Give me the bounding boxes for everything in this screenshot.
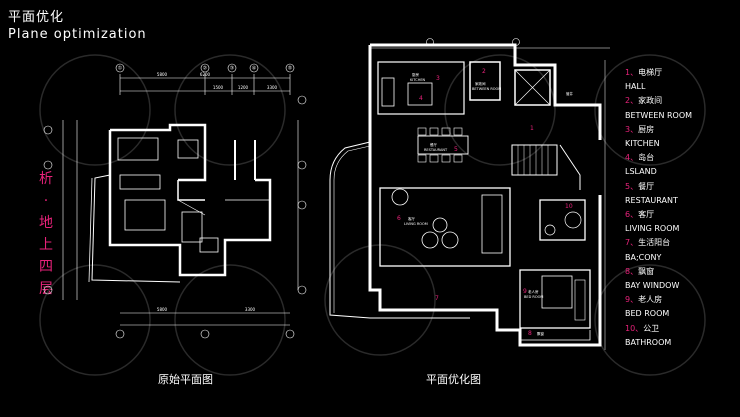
legend-number: 3、	[625, 124, 639, 134]
legend-label-cn: 老人房	[638, 295, 663, 305]
legend-number: 6、	[625, 210, 639, 220]
legend-label-en: BA;CONY	[625, 252, 662, 262]
room-legend: 1、电梯厅 HALL 2、家政间 BETWEEN ROOM 3、厨房 KITCHEN 4、岛…	[625, 66, 737, 350]
legend-label-en: BETWEEN ROOM	[625, 110, 693, 120]
legend-item-cn: 2、家政间	[625, 94, 737, 108]
floor-label-char: 上	[39, 237, 53, 253]
legend-label-cn: 客厅	[638, 210, 655, 220]
legend-number: 4、	[625, 153, 639, 163]
legend-number: 8、	[625, 266, 639, 276]
legend-item-cn: 5、餐厅	[625, 180, 737, 194]
legend-item-cn: 10、公卫	[625, 322, 737, 336]
legend-item-cn: 7、生活阳台	[625, 236, 737, 250]
legend-label-en: KITCHEN	[625, 139, 660, 149]
legend-label-cn: 厨房	[638, 124, 655, 134]
room-number: 7	[435, 295, 439, 302]
floor-label-char: 层	[39, 281, 53, 297]
floor-label-char: 地	[39, 215, 53, 231]
grid-mark: ③	[230, 66, 234, 72]
legend-number: 2、	[625, 96, 639, 106]
floor-label-char: ·	[43, 193, 49, 209]
legend-label-cn: 餐厅	[638, 181, 655, 191]
room-label: 飘窗	[537, 331, 545, 336]
legend-number: 9、	[625, 295, 639, 305]
legend-number: 10、	[625, 323, 644, 333]
legend-label-cn: 生活阳台	[638, 238, 671, 248]
room-numbers: 1 2 3 4 5 6 7 8 9 10	[397, 68, 573, 337]
room-label: 管井	[566, 91, 574, 96]
legend-label-en: RESTAURANT	[625, 195, 678, 205]
legend-item-cn: 9、老人房	[625, 293, 737, 307]
grid-mark: ①	[118, 66, 123, 72]
room-number: 8	[528, 330, 532, 337]
room-number: 10	[565, 203, 573, 210]
legend-label-cn: 家政间	[638, 96, 663, 106]
caption-original: 原始平面图	[158, 373, 213, 386]
legend-number: 5、	[625, 181, 639, 191]
grid-mark: ⑤	[288, 66, 292, 72]
dim-text: 3300	[245, 307, 256, 312]
floor-label-char: 析	[39, 171, 53, 187]
room-label: 厨房	[412, 72, 420, 77]
legend-label-en: BED ROOM	[625, 309, 670, 319]
legend-label-en: HALL	[625, 82, 646, 92]
room-label: BETWEEN ROOM	[472, 87, 501, 91]
room-label: 老人房	[528, 289, 539, 294]
room-label: RESTAURANT	[424, 148, 448, 152]
dim-text: 3300	[267, 85, 278, 90]
legend-label-en: LIVING ROOM	[625, 224, 680, 234]
caption-optimized: 平面优化图	[426, 373, 481, 386]
legend-item-cn: 4、岛台	[625, 151, 737, 165]
room-label: 客厅	[408, 216, 416, 221]
room-number: 5	[454, 146, 458, 153]
room-number: 6	[397, 215, 401, 222]
original-plan-dimensions: 5800 1500 1200 3300 6200 5800 3300 ① ② ③…	[118, 66, 292, 313]
room-labels: 厨房 KITCHEN 家政间 BETWEEN ROOM 餐厅 RESTAURAN…	[404, 72, 574, 336]
optimized-plan	[329, 38, 610, 350]
room-label: BED ROOM	[524, 295, 543, 299]
dim-text: 5800	[157, 307, 168, 312]
legend-number: 1、	[625, 68, 639, 77]
page-title-cn: 平面优化	[8, 10, 65, 25]
legend-item-cn: 3、厨房	[625, 123, 737, 137]
room-label: 餐厅	[430, 142, 438, 147]
room-number: 1	[530, 125, 534, 132]
legend-label-cn: 飘窗	[638, 266, 655, 276]
legend-label-cn: 公卫	[643, 323, 660, 333]
room-number: 9	[523, 288, 527, 295]
legend-item-cn: 1、电梯厅	[625, 66, 737, 80]
watermark	[39, 54, 706, 376]
dim-text: 6200	[200, 72, 211, 77]
legend-label-cn: 岛台	[638, 153, 655, 163]
legend-label-en: BATHROOM	[625, 337, 672, 347]
grid-mark: ④	[252, 66, 257, 72]
room-number: 4	[419, 95, 423, 102]
room-label: KITCHEN	[410, 78, 426, 82]
room-label: 家政间	[475, 81, 486, 86]
dim-text: 1500	[213, 85, 224, 90]
legend-item-cn: 6、客厅	[625, 208, 737, 222]
dim-text: 1200	[238, 85, 249, 90]
floor-label: 析 · 地 上 四 层	[37, 168, 55, 300]
legend-label-en: BAY WINDOW	[625, 281, 680, 291]
floor-label-char: 四	[39, 259, 53, 275]
legend-item-cn: 8、飘窗	[625, 265, 737, 279]
room-label: LIVING ROOM	[404, 222, 428, 226]
title-block: 平面优化 Plane optimization	[8, 10, 147, 44]
grid-mark: ②	[203, 66, 208, 72]
room-number: 2	[482, 68, 486, 75]
room-number: 3	[436, 75, 440, 82]
original-plan	[43, 63, 307, 339]
dim-text: 5800	[157, 72, 168, 77]
legend-number: 7、	[625, 238, 639, 248]
legend-label-en: LSLAND	[625, 167, 657, 177]
page-title-en: Plane optimization	[8, 27, 147, 42]
legend-label-cn: 电梯厅	[638, 68, 663, 77]
